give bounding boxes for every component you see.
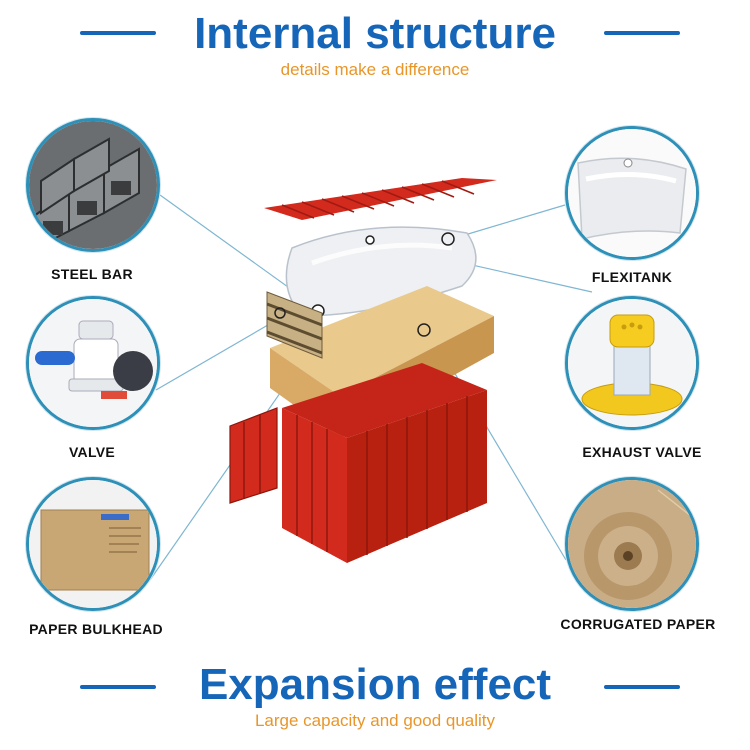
valve-icon — [29, 299, 157, 427]
page-subtitle: details make a difference — [280, 60, 470, 79]
flexitank-icon — [568, 129, 696, 257]
steel-bar-icon — [29, 121, 157, 249]
shipping-container — [229, 363, 487, 563]
corrugated-paper-icon — [568, 480, 696, 608]
container-exploded-illustration — [229, 178, 497, 563]
header-rule-left — [80, 31, 156, 35]
page-title: Internal structure — [194, 9, 556, 58]
paper-bulkhead-icon — [29, 480, 157, 608]
label-corrugated-paper: CORRUGATED PAPER — [560, 616, 716, 632]
roof-panel — [264, 178, 497, 220]
label-flexitank: FLEXITANK — [591, 269, 673, 285]
header-rule-right — [604, 31, 680, 35]
valve-image — [26, 296, 160, 430]
steel-bulkhead-bars — [266, 291, 323, 359]
exhaust-valve-image — [565, 296, 699, 430]
label-steel-bar: STEEL BAR — [51, 266, 133, 282]
footer-rule-right — [604, 685, 680, 689]
label-paper-bulkhead: PAPER BULKHEAD — [29, 621, 163, 637]
exhaust-valve-icon — [568, 299, 696, 427]
flexitank-image — [565, 126, 699, 260]
steel-bar-image — [26, 118, 160, 252]
corrugated-paper-image — [565, 477, 699, 611]
label-exhaust-valve: EXHAUST VALVE — [582, 444, 702, 460]
footer-rule-left — [80, 685, 156, 689]
paper-bulkhead-image — [26, 477, 160, 611]
label-valve: VALVE — [68, 444, 116, 460]
footer-title: Expansion effect — [198, 660, 552, 709]
footer-subtitle: Large capacity and good quality — [254, 711, 496, 730]
